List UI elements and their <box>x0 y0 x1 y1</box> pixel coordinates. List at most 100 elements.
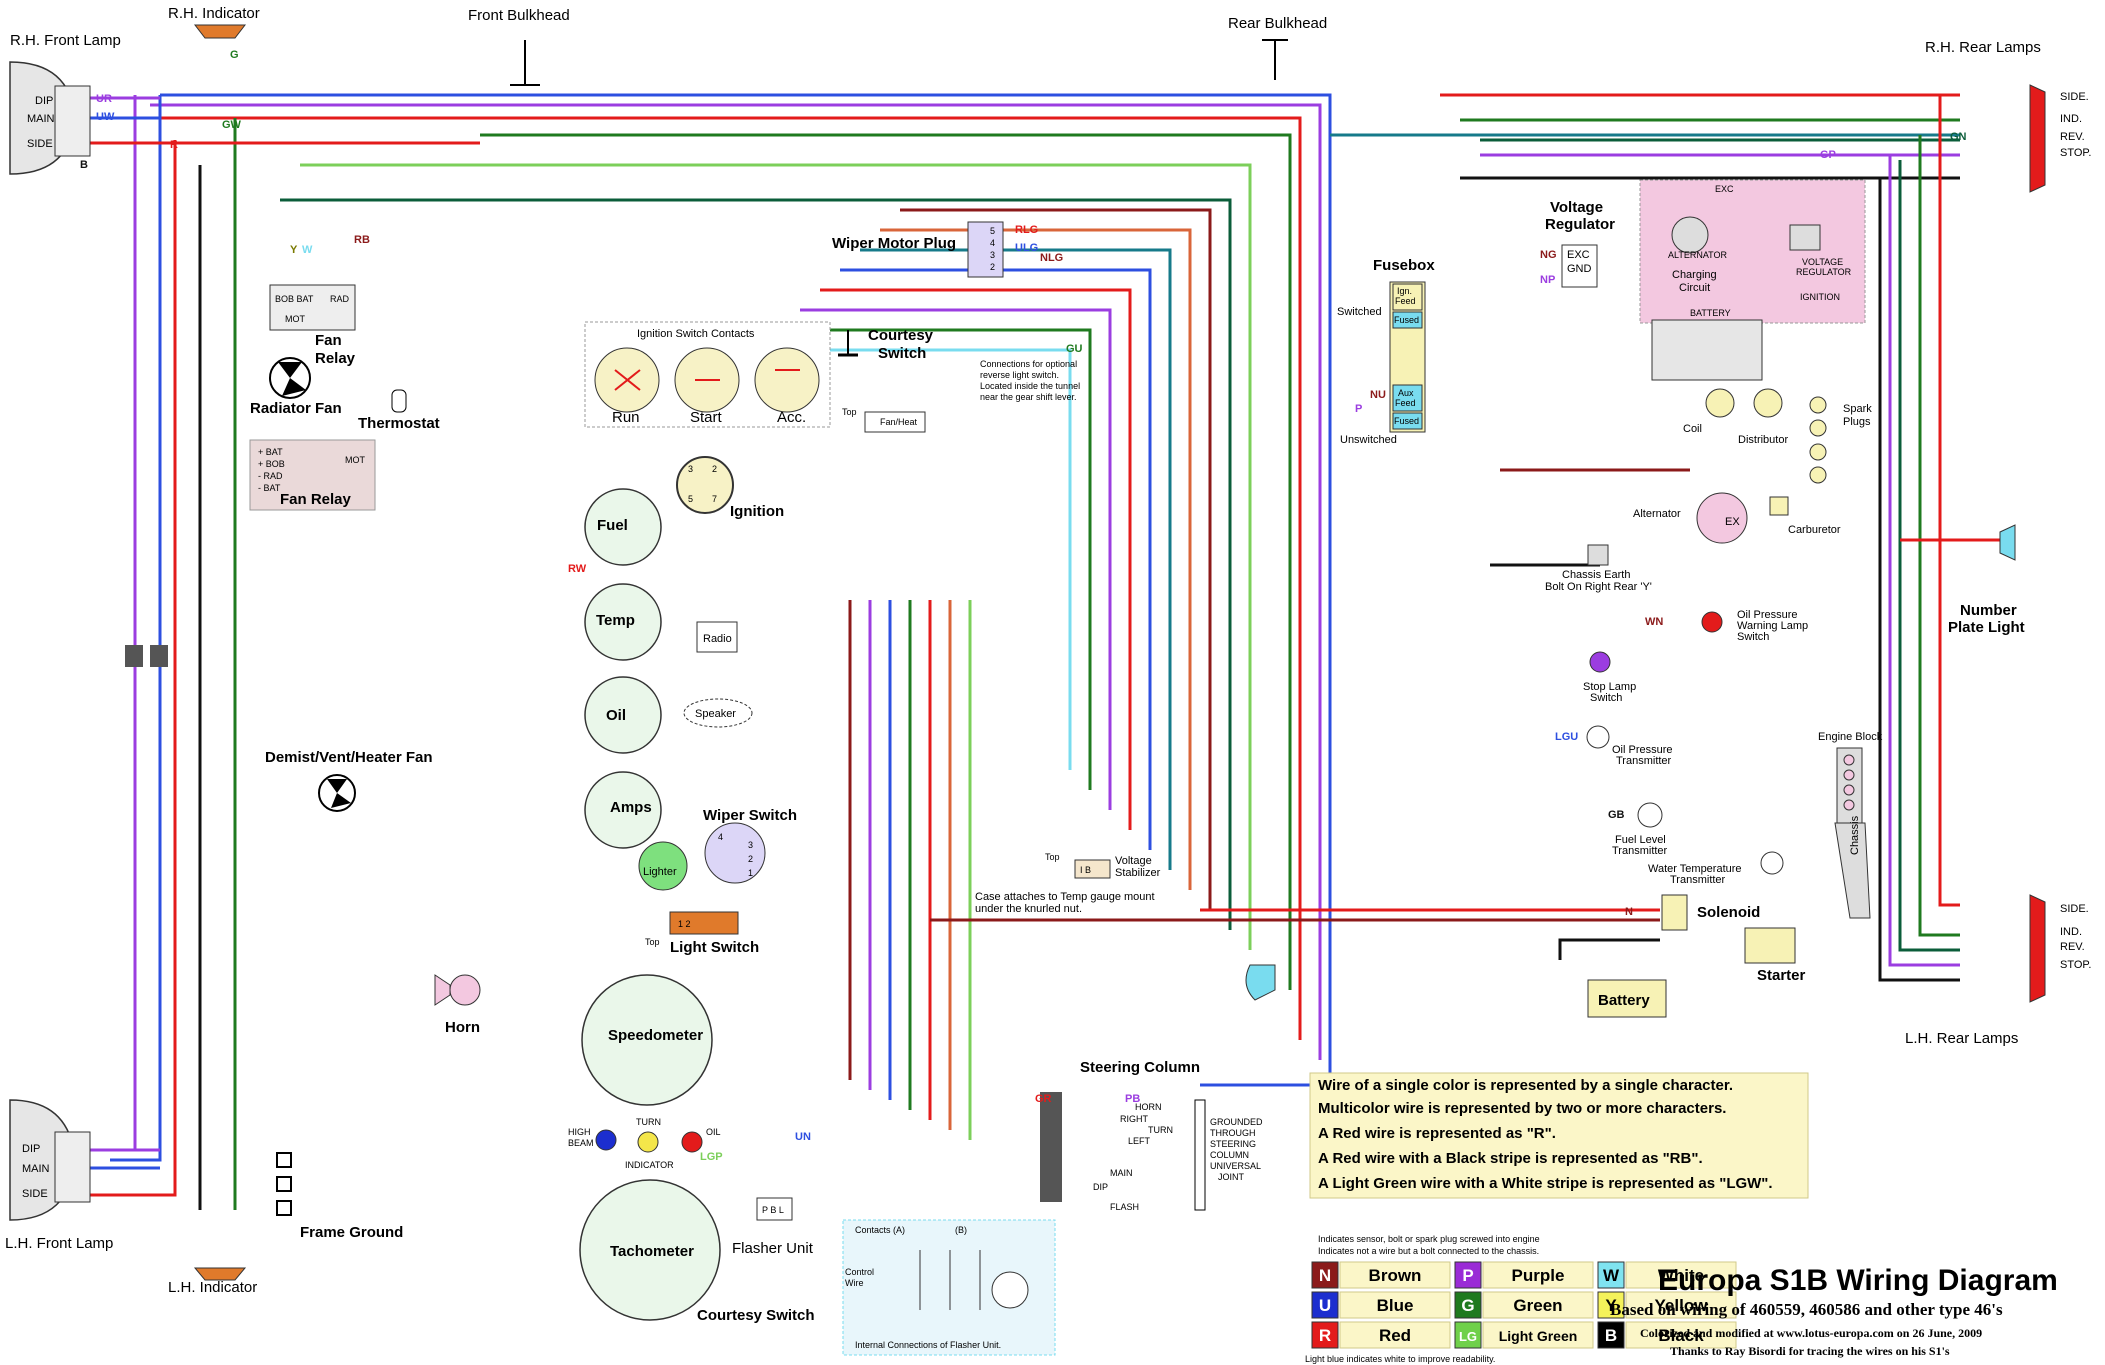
wire-blue2-loop <box>840 268 1152 850</box>
voltage-regulator <box>1561 244 1598 288</box>
carburetor-icon <box>1769 496 1789 516</box>
charging-circuit-box <box>1639 179 1866 381</box>
wiper-motor-plug: 54 32 <box>967 221 1004 278</box>
svg-text:3: 3 <box>688 464 693 474</box>
dip-sw-label: DIP <box>1093 1182 1108 1192</box>
wire-red-loop <box>140 116 1302 1040</box>
wire-code: GW <box>222 119 242 131</box>
battery-label: Battery <box>1598 992 1650 1009</box>
steering-column-label: Steering Column <box>1080 1059 1200 1076</box>
fusebox <box>1389 281 1426 433</box>
legend-name-bg <box>1625 1261 1737 1289</box>
wire-code: RB <box>354 234 370 246</box>
oil-gauge <box>584 676 662 754</box>
wire-rear-lh-gn <box>1898 160 1960 952</box>
svg-text:4: 4 <box>990 238 995 248</box>
rh-front-lamp-label: R.H. Front Lamp <box>10 32 121 49</box>
oil-pressure-warning-switch <box>1701 611 1723 633</box>
solenoid <box>1661 894 1688 931</box>
starter <box>1744 927 1796 964</box>
not-wire-note: Indicates not a wire but a bolt connecte… <box>1318 1246 1539 1256</box>
colorized-text: Colorized and modified at www.lotus-euro… <box>1640 1326 1982 1340</box>
horn-icon <box>434 974 481 1006</box>
ignition-switch-contacts <box>584 321 831 428</box>
wire-left-r <box>110 140 177 1197</box>
fan-relay-box-label: Fan Relay <box>280 491 352 508</box>
contacts-b-label: (B) <box>955 1225 967 1235</box>
indicator-label: INDICATOR <box>625 1160 674 1170</box>
distributor <box>1753 388 1783 418</box>
wire-harness <box>90 93 2000 1210</box>
legend-name: Blue <box>1377 1296 1414 1315</box>
legend-swatch <box>1454 1261 1482 1289</box>
fan-relay-component: BOB BAT RAD MOT <box>269 284 356 331</box>
wire-code: NG <box>1540 249 1557 261</box>
wire-code: UR <box>96 93 112 105</box>
wire-teal-loop <box>860 248 1172 870</box>
left-label: LEFT <box>1128 1136 1151 1146</box>
engine-block-label: Engine Block <box>1818 731 1883 743</box>
wire-code: NLG <box>1040 252 1063 264</box>
cc-alternator-label: ALTERNATOR <box>1668 250 1728 260</box>
temp-gauge <box>584 583 662 661</box>
rh-front-lamp: DIP MAIN SIDE <box>9 61 91 175</box>
legend-name: Brown <box>1369 1266 1422 1285</box>
horn-label: Horn <box>445 1019 480 1036</box>
sensor-note: Indicates sensor, bolt or spark plug scr… <box>1318 1234 1540 1244</box>
lh-lamp-main-label: MAIN <box>22 1163 50 1175</box>
amps-gauge-label: Amps <box>610 799 652 816</box>
horn-sw-label: HORN <box>1135 1102 1162 1112</box>
wire-code: GN <box>1950 131 1967 143</box>
lighter-label: Lighter <box>643 866 677 878</box>
wire-rear-lh-gp <box>1888 155 1960 967</box>
note-line-3: A Red wire is represented as "R". <box>1318 1125 1556 1142</box>
light-switch: 1 2 <box>669 911 739 935</box>
fan-heat-top-label: Top <box>842 407 857 417</box>
high-beam-lamp-icon <box>595 1129 617 1151</box>
rh-stop-label: STOP. <box>2060 147 2091 159</box>
water-temp-transmitter <box>1760 851 1784 875</box>
legend-code: B <box>1605 1326 1617 1345</box>
flasher-unit: P B L <box>756 1197 793 1221</box>
turn-lamp-icon <box>637 1131 659 1153</box>
wire-blue-loop <box>160 93 1332 1087</box>
flasher-unit-label: Flasher Unit <box>732 1240 814 1257</box>
flasher-internal-diagram <box>842 1219 1056 1356</box>
fan-heat-label: Fan/Heat <box>880 417 918 427</box>
wire-white-loop <box>760 348 1072 770</box>
thermostat-icon <box>391 389 407 413</box>
legend-name: Light Green <box>1499 1328 1578 1344</box>
lh-lamp-dip-label: DIP <box>22 1143 40 1155</box>
steering-column-switch <box>1040 1092 1206 1211</box>
switched-label: Switched <box>1337 306 1382 318</box>
wire-code: LGU <box>1555 731 1578 743</box>
wire-code: GU <box>1066 343 1083 355</box>
wire-code: RW <box>568 563 587 575</box>
fuel-level-transmitter <box>1637 802 1663 828</box>
wire-code: G <box>230 49 239 61</box>
wire-red2-loop <box>820 288 1132 830</box>
rh-side-label: SIDE. <box>2060 91 2089 103</box>
svg-text:RAD: RAD <box>330 294 350 304</box>
note-line-5: A Light Green wire with a White stripe i… <box>1318 1175 1773 1192</box>
wire-code: UN <box>795 1131 811 1143</box>
rear-bulkhead-marker <box>1262 39 1288 80</box>
radiator-fan-icon <box>269 357 311 399</box>
legend-code: U <box>1319 1296 1331 1315</box>
wire-code: NU <box>1370 389 1386 401</box>
distributor-label: Distributor <box>1738 434 1788 446</box>
wire-code: RLG <box>1015 224 1038 236</box>
legend-code: W <box>1603 1266 1620 1285</box>
fan-relay-box: + BAT + BOB - RAD - BAT MOT <box>249 439 376 511</box>
legend-code: G <box>1461 1296 1474 1315</box>
legend-swatch <box>1597 1321 1625 1349</box>
internal-flasher-label: Internal Connections of Flasher Unit. <box>855 1340 1001 1350</box>
legend-name-bg <box>1482 1321 1594 1349</box>
wire-purple2-loop <box>800 308 1112 810</box>
